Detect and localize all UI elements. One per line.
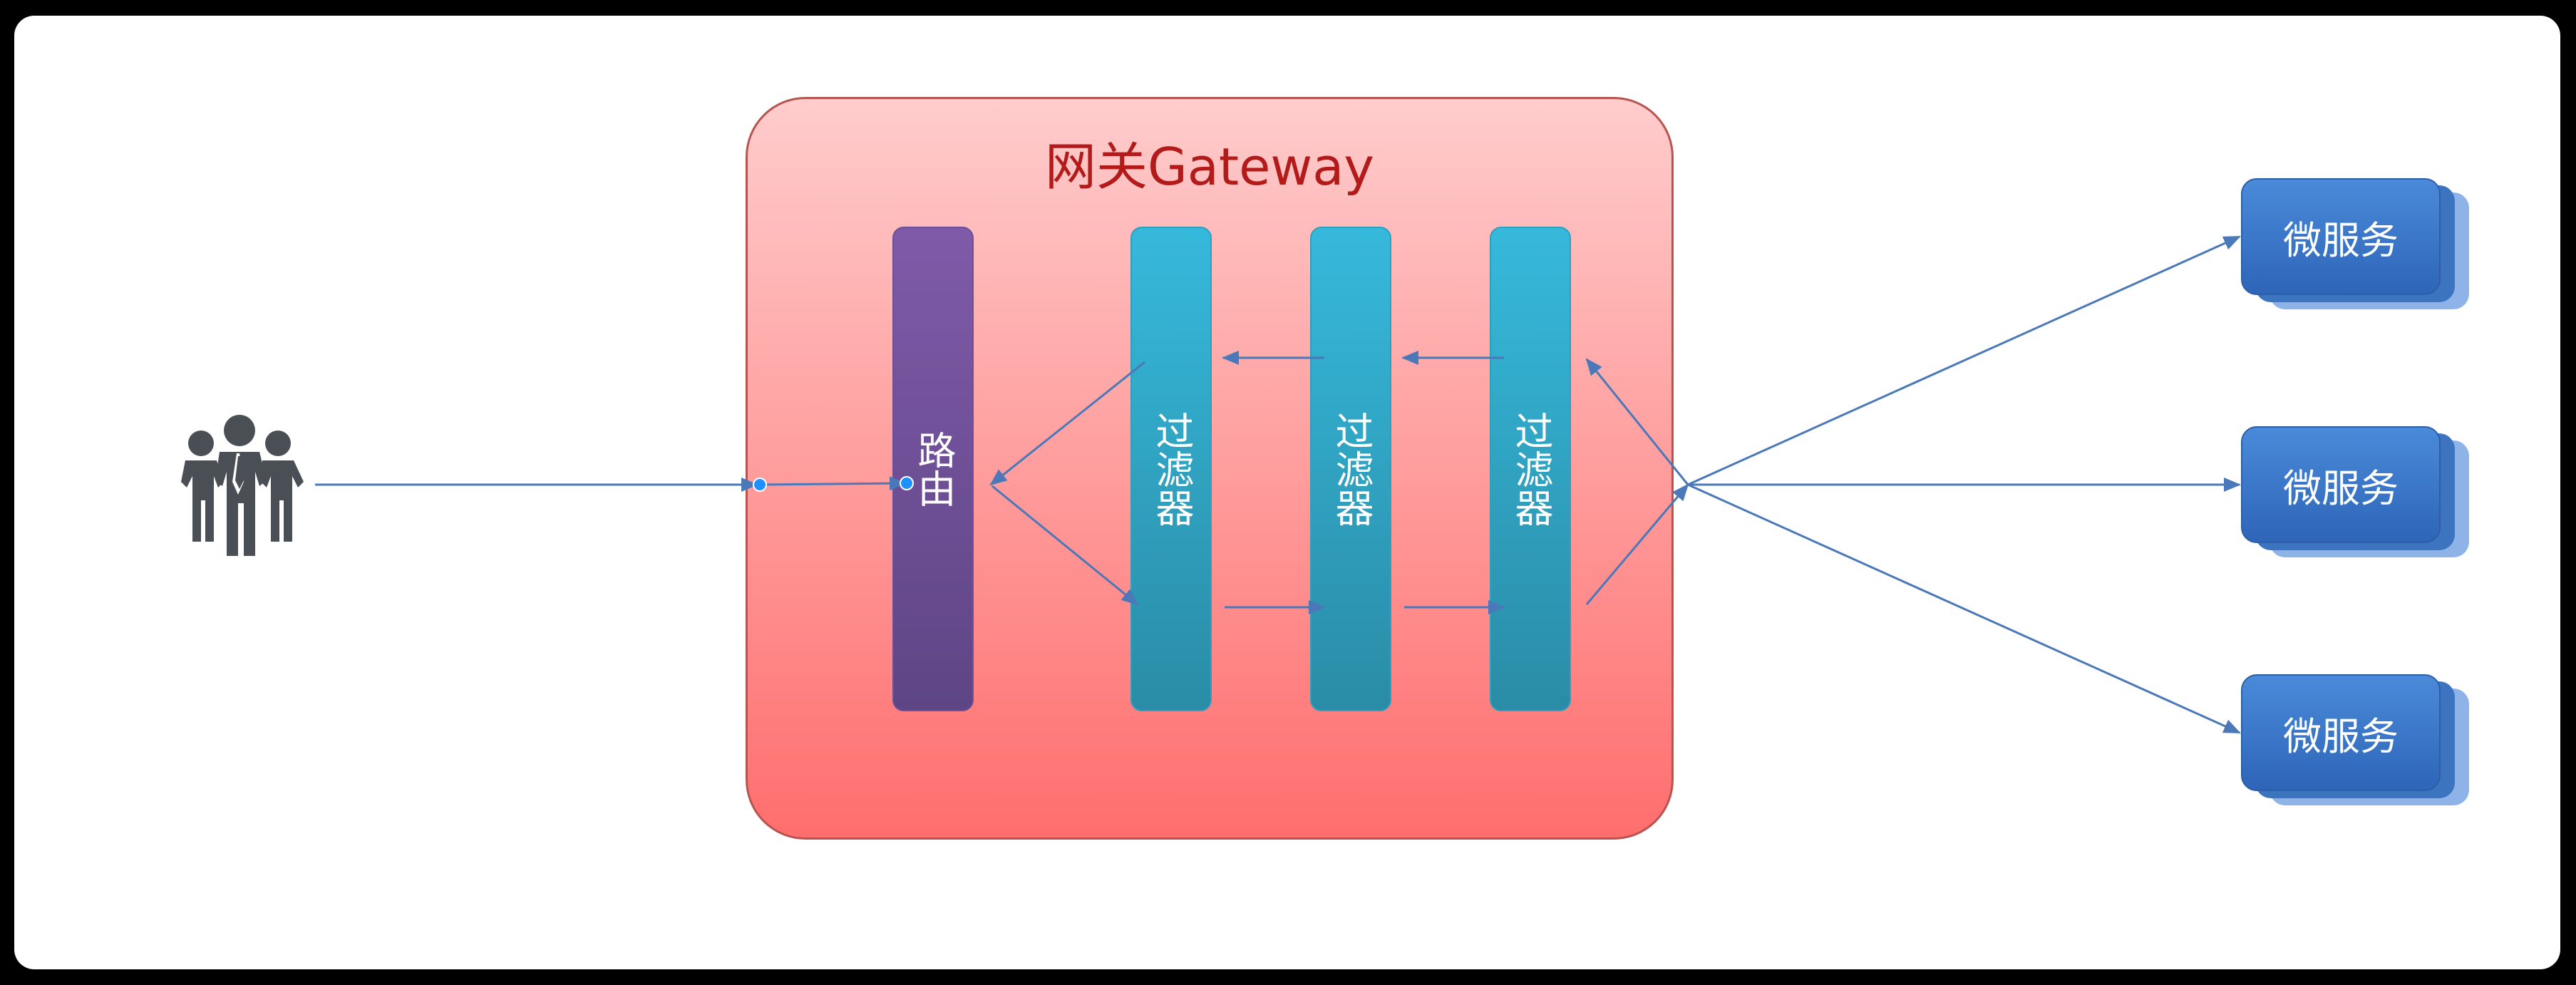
microservice-1: 微服务 bbox=[2241, 178, 2471, 309]
users-group-icon bbox=[181, 415, 304, 556]
microservice-label-1: 微服务 bbox=[2283, 217, 2399, 263]
gateway-title: 网关Gateway bbox=[1044, 137, 1375, 197]
filter-label-1: 过滤器 bbox=[1149, 411, 1194, 527]
filter-block-3: 过滤器 bbox=[1490, 227, 1571, 711]
microservice-label-2: 微服务 bbox=[2283, 465, 2399, 511]
microservice-3: 微服务 bbox=[2241, 674, 2471, 805]
filter-block-2: 过滤器 bbox=[1310, 227, 1391, 711]
microservice-2: 微服务 bbox=[2241, 426, 2471, 557]
microservice-label-3: 微服务 bbox=[2283, 713, 2399, 759]
route-block: 路由 bbox=[892, 227, 974, 711]
filter-block-1: 过滤器 bbox=[1130, 227, 1212, 711]
route-label: 路由 bbox=[911, 430, 956, 507]
filter-label-2: 过滤器 bbox=[1329, 411, 1374, 527]
filter-label-3: 过滤器 bbox=[1508, 411, 1553, 527]
